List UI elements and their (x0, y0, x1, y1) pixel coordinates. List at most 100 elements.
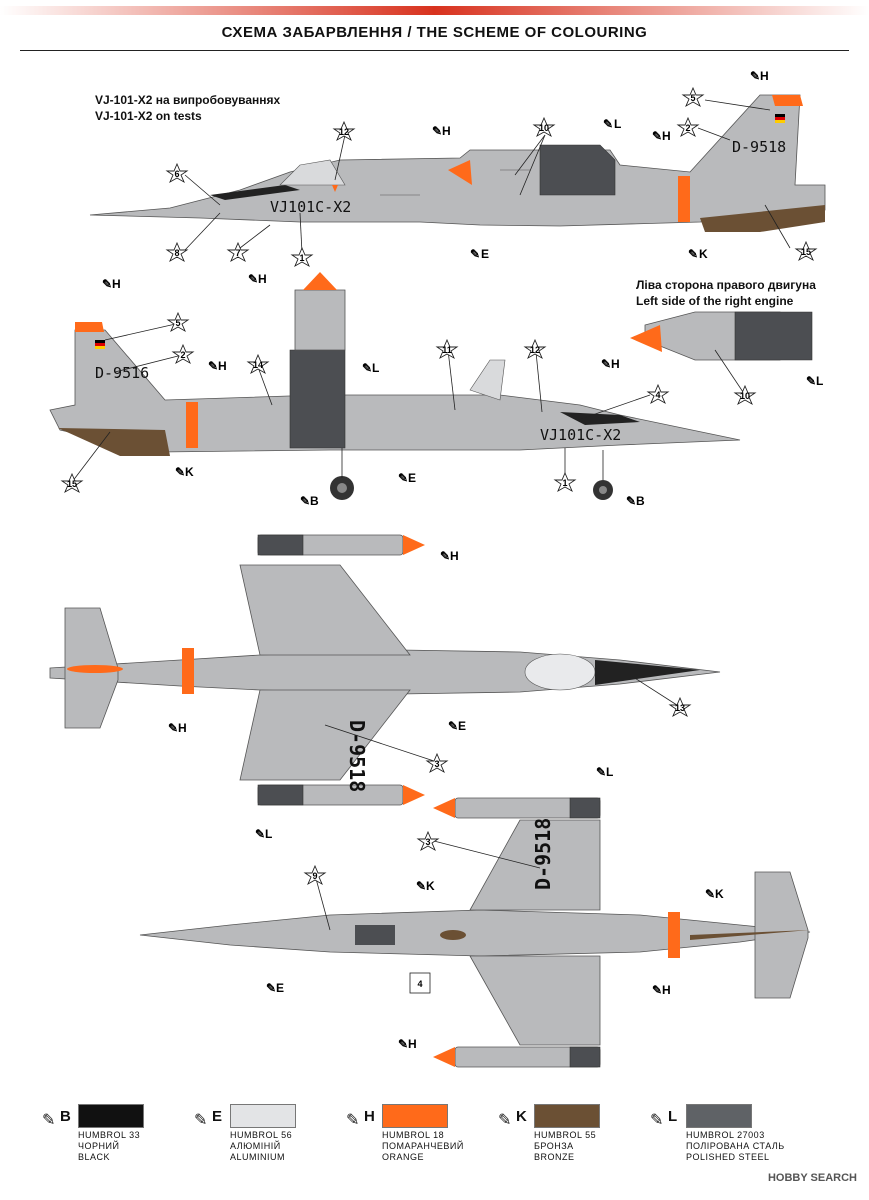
callout-star-2: 2 (676, 116, 700, 138)
tests-caption: VJ-101-X2 на випробовуваннях VJ-101-X2 o… (95, 92, 280, 124)
svg-text:12: 12 (339, 127, 349, 137)
engine-detail (630, 311, 813, 361)
callout-star-7: 7 (226, 241, 250, 263)
svg-text:B: B (310, 494, 319, 508)
paint-label-h-8: ✎H (440, 549, 459, 563)
side-view-right: VJ101C-X2 D-9518 (89, 94, 826, 232)
svg-text:✎: ✎ (208, 359, 218, 373)
svg-text:H: H (611, 357, 620, 371)
paint-label-l-5: ✎L (255, 827, 272, 841)
legend-code: H (364, 1108, 375, 1125)
engine-caption-ua: Ліва сторона правого двигуна (636, 278, 816, 292)
svg-text:15: 15 (67, 479, 77, 489)
paint-label-e-1: ✎E (470, 247, 489, 261)
svg-text:H: H (408, 1037, 417, 1051)
brush-icon: ✎ (498, 1112, 512, 1129)
svg-text:K: K (185, 465, 194, 479)
svg-text:H: H (442, 124, 451, 138)
svg-text:E: E (276, 981, 284, 995)
svg-text:✎: ✎ (448, 719, 458, 733)
svg-text:H: H (178, 721, 187, 735)
color-swatch (686, 1104, 752, 1128)
callout-star-15-a: 15 (794, 240, 818, 262)
svg-text:✎: ✎ (705, 887, 715, 901)
svg-text:6: 6 (174, 169, 179, 179)
svg-text:H: H (450, 549, 459, 563)
svg-text:✎: ✎ (300, 494, 310, 508)
paint-label-e-4: ✎E (266, 981, 284, 995)
brush-icon: ✎ (42, 1112, 56, 1129)
svg-text:H: H (662, 983, 671, 997)
registration-wing-top: D-9518 (345, 720, 369, 792)
svg-text:E: E (458, 719, 466, 733)
paint-label-k-1: ✎K (688, 247, 708, 261)
legend-code: L (668, 1108, 678, 1125)
callout-star-1-b: 1 (553, 471, 577, 493)
svg-text:✎: ✎ (432, 124, 442, 138)
fuselage-code-right: VJ101C-X2 (270, 198, 351, 216)
svg-text:✎: ✎ (440, 549, 450, 563)
callout-star-2-b: 2 (171, 343, 195, 365)
svg-text:11: 11 (442, 345, 452, 355)
svg-text:E: E (408, 471, 416, 485)
svg-text:K: K (426, 879, 435, 893)
svg-text:H: H (258, 272, 267, 286)
callout-star-9: 9 (303, 864, 327, 886)
svg-text:✎: ✎ (102, 277, 112, 291)
callout-star-8: 8 (165, 241, 189, 263)
callout-star-11: 11 (435, 338, 459, 360)
tests-caption-ua: VJ-101-X2 на випробовуваннях (95, 93, 281, 107)
svg-text:3: 3 (425, 837, 430, 847)
color-swatch (534, 1104, 600, 1128)
callout-star-12-b: 12 (523, 338, 547, 360)
callout-star-1-a: 1 (290, 246, 314, 268)
color-swatch (230, 1104, 296, 1128)
paint-label-h-1: ✎H (750, 69, 769, 83)
svg-text:✎: ✎ (601, 357, 611, 371)
callout-star-4: 4 (646, 383, 670, 405)
svg-text:E: E (481, 247, 489, 261)
svg-text:L: L (606, 765, 613, 779)
page-title: СХЕМА ЗАБАРВЛЕННЯ / THE SCHEME OF COLOUR… (221, 24, 648, 41)
callout-star-5: 5 (681, 86, 705, 108)
callout-stars: 5 2 10 12 6 8 7 1 15 5 2 14 11 12 4 1 15… (60, 86, 818, 886)
svg-text:✎: ✎ (362, 361, 372, 375)
paint-label-k-3: ✎K (416, 879, 435, 893)
svg-text:L: L (614, 117, 621, 131)
registration-right: D-9518 (732, 138, 786, 156)
svg-text:✎: ✎ (175, 465, 185, 479)
svg-text:✎: ✎ (470, 247, 480, 261)
paint-label-h-7: ✎H (601, 357, 620, 371)
callout-4-boxed: 4 (417, 979, 422, 989)
svg-text:2: 2 (180, 350, 185, 360)
svg-text:✎: ✎ (416, 879, 426, 893)
paint-label-l-2: ✎L (362, 361, 379, 375)
svg-text:5: 5 (175, 318, 180, 328)
svg-text:✎: ✎ (652, 983, 662, 997)
legend-code: E (212, 1108, 223, 1125)
svg-text:10: 10 (539, 123, 549, 133)
paint-labels: ✎H ✎H ✎L ✎H ✎E ✎K ✎H ✎H ✎H ✎L ✎K ✎E ✎B ✎… (102, 69, 823, 1051)
svg-text:10: 10 (740, 391, 750, 401)
paint-label-e-3: ✎E (448, 719, 466, 733)
side-view-left: VJ101C-X2 D-9516 (49, 272, 741, 500)
paint-label-b-2: ✎B (626, 494, 645, 508)
svg-text:1: 1 (299, 253, 304, 263)
aircraft-drawings: .g { fill:#b9babc; stroke:#555; stroke-w… (49, 69, 826, 1068)
paint-label-h-11: ✎H (398, 1037, 417, 1051)
paint-label-l-4: ✎L (596, 765, 613, 779)
watermark: HOBBY SEARCH (767, 1172, 857, 1184)
color-swatch (78, 1104, 144, 1128)
paint-label-h-6: ✎H (208, 359, 227, 373)
legend-code: K (516, 1108, 527, 1125)
svg-text:K: K (715, 887, 724, 901)
top-view: D-9518 (49, 534, 721, 806)
paint-label-h-2: ✎H (432, 124, 451, 138)
svg-text:15: 15 (801, 247, 811, 257)
